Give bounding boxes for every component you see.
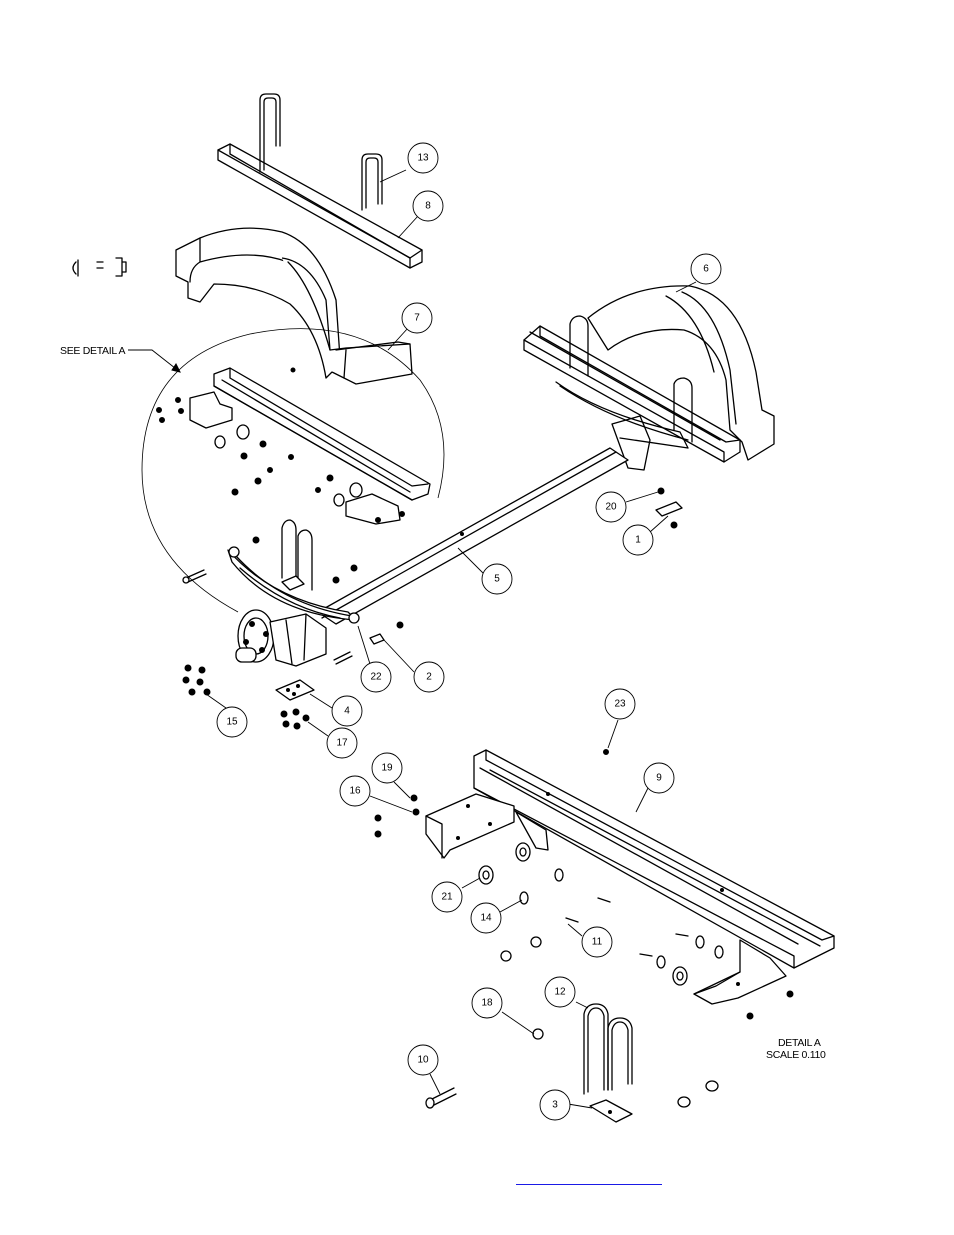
svg-text:21: 21 [441,892,453,903]
detail-hanger-assembly [189,367,431,525]
svg-text:7: 7 [414,313,420,324]
detail-bolt [182,569,207,584]
callout-19: 19 [371,752,403,784]
right-frame-rail [523,325,741,463]
svg-text:22: 22 [370,672,382,683]
callout-12: 12 [544,976,576,1008]
svg-text:16: 16 [349,786,361,797]
right-hardware [655,487,683,529]
callout-22: 22 [360,661,392,693]
callout-4: 4 [331,695,363,727]
callout-6: 6 [690,253,722,285]
svg-text:11: 11 [592,937,603,948]
svg-text:6: 6 [703,264,709,275]
axle-beam [317,447,629,625]
callout-20: 20 [595,491,627,523]
svg-text:9: 9 [656,773,662,784]
detail-a-rail [473,749,835,969]
svg-text:1: 1 [635,535,641,546]
svg-text:19: 19 [381,763,393,774]
callout-2: 2 [413,661,445,693]
callout-8: 8 [412,190,444,222]
detail-a-left-bracket [425,793,549,859]
detail-a-u-bolts [583,1003,633,1123]
svg-text:4: 4 [344,706,350,717]
callout-7: 7 [401,302,433,334]
callout-9: 9 [643,762,675,794]
callout-1: 1 [622,524,654,556]
right-u-bolts [569,315,693,443]
svg-text:17: 17 [336,738,348,749]
svg-text:10: 10 [417,1055,429,1066]
svg-text:8: 8 [425,201,431,212]
detail-a-bushings [478,842,724,986]
right-fender [587,285,775,461]
svg-text:20: 20 [605,502,617,513]
detail-a-hardware [374,749,794,1108]
left-fender [175,227,413,385]
svg-text:5: 5 [494,574,500,585]
page-link[interactable] [516,1170,662,1185]
see-detail-text: SEE DETAIL A [60,345,126,357]
callout-18: 18 [471,987,503,1019]
callout-3: 3 [539,1089,571,1121]
svg-text:15: 15 [226,717,238,728]
hub-assembly [235,609,327,667]
svg-text:12: 12 [554,987,566,998]
top-cross-channel [217,143,423,269]
clip-hardware [72,257,127,277]
detail-title-text: DETAIL A [778,1037,821,1049]
callout-11: 11 [581,926,613,958]
hub-hardware [182,621,404,730]
callout-16: 16 [339,775,371,807]
callout-10: 10 [407,1044,439,1076]
leaf-spring [227,546,360,624]
callout-17: 17 [326,727,358,759]
right-spring-hanger [555,381,689,471]
detail-a-label: DETAIL A SCALE 0.110 [766,1037,826,1061]
callout-5: 5 [481,563,513,595]
detail-a-circle [141,328,445,613]
svg-text:3: 3 [552,1100,558,1111]
svg-text:14: 14 [480,913,492,924]
u-bolt-top-left [259,93,281,173]
callout-21: 21 [431,881,463,913]
detail-scale-text: SCALE 0.110 [766,1049,826,1061]
svg-text:13: 13 [417,153,429,164]
svg-text:23: 23 [614,699,626,710]
detail-hardware-dots [156,367,405,584]
leader-lines [205,169,697,1109]
svg-text:2: 2 [426,672,432,683]
detail-a-long-bolt [425,1087,457,1109]
callout-13: 13 [407,142,439,174]
callout-14: 14 [470,902,502,934]
detail-a-right-bracket [693,939,787,1005]
callout-15: 15 [216,706,248,738]
detail-u-bolts [281,519,313,591]
svg-text:18: 18 [481,998,493,1009]
callout-23: 23 [604,688,636,720]
u-bolt-top-right [361,153,383,211]
see-detail-note: SEE DETAIL A [60,345,181,373]
